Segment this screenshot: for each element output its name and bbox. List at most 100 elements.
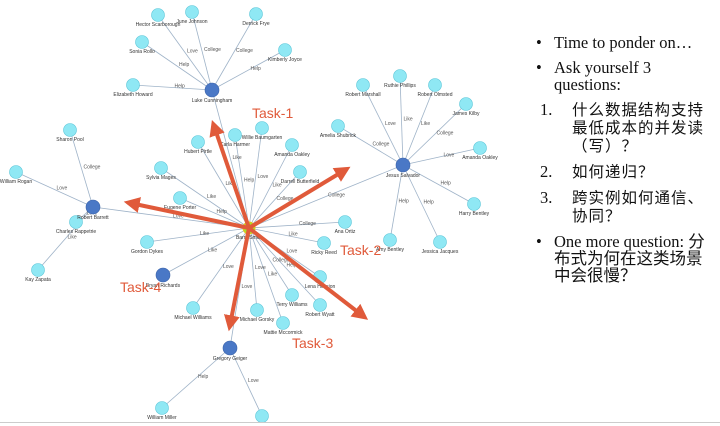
graph-edge bbox=[399, 75, 404, 166]
node-label: Terry Williams bbox=[276, 302, 308, 308]
node-label: June Johnson bbox=[176, 19, 207, 25]
edge-label: Love bbox=[57, 186, 68, 192]
bullet-item: •One more question: 分布式为何在这类场景中会很慢？ bbox=[528, 233, 718, 284]
edge-label: Help bbox=[399, 199, 410, 205]
graph-edge bbox=[402, 103, 467, 166]
graph-edge bbox=[141, 41, 213, 91]
graph-edge bbox=[229, 347, 263, 417]
bullet-text: Ask yourself 3 questions: bbox=[554, 58, 652, 94]
node-label: Carla Harmer bbox=[220, 142, 250, 148]
edge-label: Love bbox=[173, 214, 184, 220]
graph-edge bbox=[132, 84, 213, 91]
bullet-text: 什么数据结构支持最低成本的并发读（写）？ bbox=[572, 101, 705, 155]
leaf-node bbox=[250, 303, 264, 317]
task-label: Task-1 bbox=[252, 105, 293, 121]
edge-label: Like bbox=[404, 117, 413, 123]
numbered-question: 3.跨实例如何通信、协同？ bbox=[528, 189, 718, 225]
edge-label: Like bbox=[233, 155, 242, 161]
edge-label: Love bbox=[248, 378, 259, 384]
node-label: Mattie Mccormick bbox=[264, 330, 303, 336]
edge-label: Love bbox=[287, 249, 298, 255]
leaf-node bbox=[255, 121, 269, 135]
list-marker: • bbox=[536, 58, 542, 77]
node-label: Elizabeth Howard bbox=[113, 92, 152, 98]
node-label: William Miller bbox=[147, 415, 177, 421]
node-label: Lena Hession bbox=[305, 284, 336, 290]
leaf-node bbox=[185, 5, 199, 19]
numbered-question: 1.什么数据结构支持最低成本的并发读（写）？ bbox=[528, 101, 718, 155]
leaf-node bbox=[356, 78, 370, 92]
graph-edge bbox=[248, 227, 258, 311]
node-label: Michael Williams bbox=[174, 315, 212, 321]
bullet-text: 如何递归？ bbox=[572, 163, 655, 181]
edge-label: Like bbox=[200, 231, 209, 237]
slide-footer-line bbox=[0, 422, 720, 423]
graph-edge bbox=[162, 227, 250, 276]
graph-edge bbox=[402, 164, 475, 205]
edge-label: Love bbox=[444, 153, 455, 159]
node-label: Ricky Reed bbox=[311, 250, 337, 256]
graph-edge bbox=[402, 164, 441, 243]
node-label: Hubert Pirtle bbox=[184, 149, 212, 155]
edge-label: Love bbox=[223, 264, 234, 270]
leaf-node bbox=[293, 165, 307, 179]
leaf-node bbox=[126, 78, 140, 92]
leaf-node bbox=[9, 165, 23, 179]
node-label: Amy Bentley bbox=[376, 247, 405, 253]
node-label: Luke Cunningham bbox=[192, 98, 233, 104]
node-label: William Rogan bbox=[0, 179, 32, 185]
leaf-node bbox=[255, 409, 269, 423]
edge-label: Like bbox=[421, 121, 430, 127]
edge-label: Love bbox=[258, 174, 269, 180]
node-label: Robert Barrett bbox=[77, 215, 109, 221]
graph-edge bbox=[191, 11, 213, 91]
hub-node bbox=[155, 267, 171, 283]
list-marker: 2. bbox=[540, 162, 553, 181]
edge-label: College bbox=[299, 221, 316, 227]
node-label: Charles Rappetrie bbox=[56, 229, 97, 235]
leaf-node bbox=[285, 288, 299, 302]
edge-label: Help bbox=[198, 374, 209, 380]
graph-edge bbox=[248, 171, 301, 229]
node-label: Kay Zapata bbox=[25, 277, 51, 283]
node-label: Robert Wyatt bbox=[305, 312, 335, 318]
numbered-question: 2. 如何递归？ bbox=[528, 163, 718, 181]
bullet-text: Time to ponder on… bbox=[554, 33, 693, 52]
edge-label: Help bbox=[251, 66, 262, 72]
node-label: Sharon Pool bbox=[56, 137, 84, 143]
bullet-item: •Time to ponder on… bbox=[528, 34, 718, 51]
node-label: Eugene Porter bbox=[164, 205, 197, 211]
edge-label: College bbox=[84, 165, 101, 171]
graph-edge bbox=[37, 206, 94, 271]
leaf-node bbox=[154, 161, 168, 175]
leaf-node bbox=[276, 316, 290, 330]
node-label: Derrick Frye bbox=[242, 21, 269, 27]
edge-label: Like bbox=[268, 272, 277, 278]
edge-label: Help bbox=[441, 181, 452, 187]
leaf-node bbox=[228, 128, 242, 142]
graph-edge bbox=[15, 171, 94, 208]
graph-edge bbox=[69, 129, 94, 208]
node-label: Amelia Shubrick bbox=[320, 133, 357, 139]
graph-edge bbox=[211, 49, 286, 91]
graph-edge bbox=[248, 144, 293, 229]
list-marker: 3. bbox=[540, 188, 553, 207]
leaf-node bbox=[433, 235, 447, 249]
node-label: Bryan Richards bbox=[146, 283, 181, 289]
graph-edge bbox=[234, 134, 250, 229]
leaf-node bbox=[31, 263, 45, 277]
edge-label: Help bbox=[287, 263, 298, 269]
list-marker: • bbox=[536, 232, 542, 251]
leaf-node bbox=[173, 191, 187, 205]
edge-label: College bbox=[236, 48, 253, 54]
graph-edge bbox=[389, 164, 404, 241]
edge-label: Like bbox=[208, 248, 217, 254]
leaf-node bbox=[186, 301, 200, 315]
leaf-node bbox=[467, 197, 481, 211]
graph-edge bbox=[161, 347, 231, 409]
edge-label: Like bbox=[273, 183, 282, 189]
node-label: Robert Olmsted bbox=[417, 92, 452, 98]
graph-edge bbox=[402, 147, 481, 166]
graph-edge bbox=[248, 221, 346, 229]
